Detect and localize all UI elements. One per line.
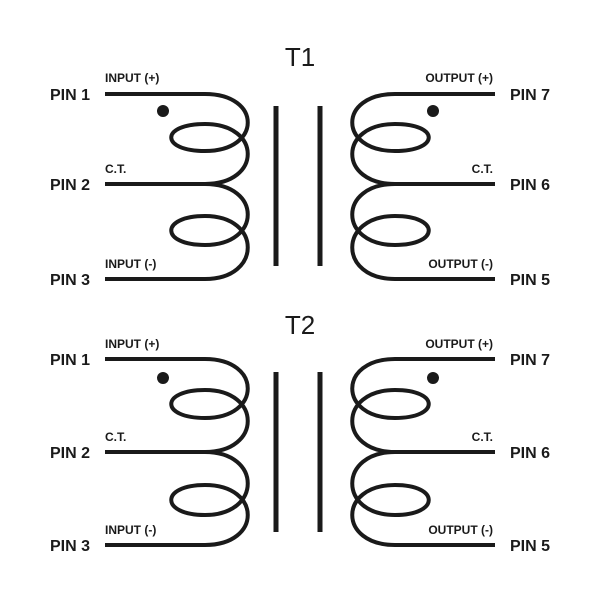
t2-primary-winding — [105, 357, 250, 547]
t1-output-minus-label: OUTPUT (-) — [428, 257, 493, 271]
t1-pin-6: PIN 6 — [510, 177, 550, 194]
t2-ct-left-label: C.T. — [105, 430, 126, 444]
t1-primary-polarity-dot — [157, 105, 169, 117]
t2-primary-polarity-dot — [157, 372, 169, 384]
t2-secondary-polarity-dot — [427, 372, 439, 384]
t1-pin-1: PIN 1 — [50, 87, 90, 104]
t2-pin-2: PIN 2 — [50, 445, 90, 462]
t1-pin-7: PIN 7 — [510, 87, 550, 104]
t2-input-minus-label: INPUT (-) — [105, 523, 156, 537]
t1-secondary-winding — [350, 92, 495, 281]
t1-input-plus-label: INPUT (+) — [105, 71, 159, 85]
t2-ct-right-label: C.T. — [472, 430, 493, 444]
t2-title: T2 — [285, 310, 315, 340]
t1-pin-3: PIN 3 — [50, 272, 90, 289]
t2-pin-5: PIN 5 — [510, 538, 550, 555]
t2-pin-6: PIN 6 — [510, 445, 550, 462]
t2-pin-3: PIN 3 — [50, 538, 90, 555]
t1-pin-2: PIN 2 — [50, 177, 90, 194]
t1-input-minus-label: INPUT (-) — [105, 257, 156, 271]
t1-output-plus-label: OUTPUT (+) — [425, 71, 493, 85]
t1-primary-winding — [105, 92, 250, 281]
t2-input-plus-label: INPUT (+) — [105, 337, 159, 351]
t1-title: T1 — [285, 42, 315, 72]
t1-pin-5: PIN 5 — [510, 272, 550, 289]
transformer-t2: T2 PIN 1 PIN 2 PIN 3 INPUT (+) C.T. INPU… — [50, 310, 550, 555]
transformer-t1: T1 PIN 1 PIN 2 PIN 3 INPUT (+) C.T. INPU… — [50, 42, 550, 289]
t2-secondary-winding — [350, 357, 495, 547]
t1-ct-left-label: C.T. — [105, 162, 126, 176]
t2-output-plus-label: OUTPUT (+) — [425, 337, 493, 351]
t2-pin-1: PIN 1 — [50, 352, 90, 369]
t2-output-minus-label: OUTPUT (-) — [428, 523, 493, 537]
t1-secondary-polarity-dot — [427, 105, 439, 117]
t2-pin-7: PIN 7 — [510, 352, 550, 369]
t1-ct-right-label: C.T. — [472, 162, 493, 176]
